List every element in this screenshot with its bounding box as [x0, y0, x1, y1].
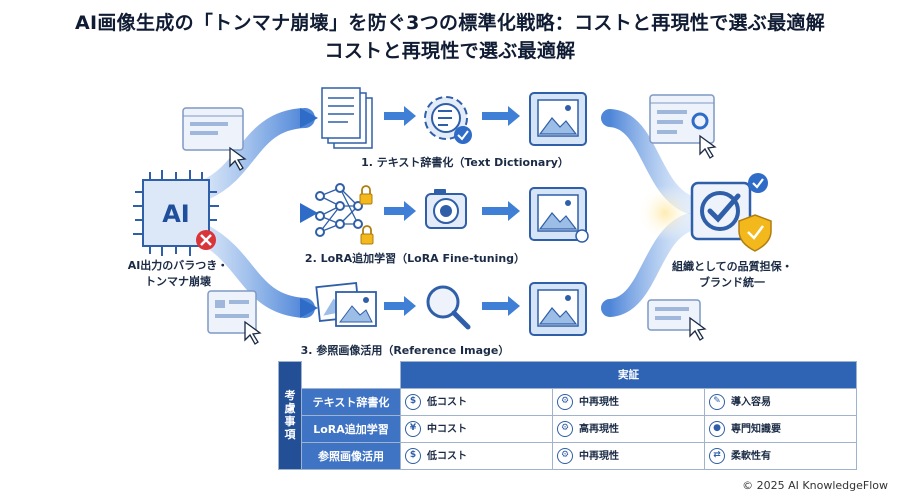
- expert-icon: ●: [709, 421, 725, 437]
- cycle-icon: ⇄: [709, 448, 725, 464]
- gear-icon: ⚙: [557, 448, 573, 464]
- title-line-1: AI画像生成の「トンマナ崩壊」を防ぐ3つの標準化戦略：コストと再現性で選ぶ最適解: [75, 12, 825, 34]
- method-3-label: 3. 参照画像活用（Reference Image）: [301, 343, 510, 357]
- wrench-icon: ✎: [709, 394, 725, 410]
- lock-icon-2: [360, 225, 374, 245]
- goal-label-line-1: 組織としての品質担保・: [672, 260, 793, 273]
- table-row: テキスト辞書化 $ 低コスト ⚙ 中再現性 ✎ 導入容易: [279, 387, 857, 416]
- table-cell: ⇄ 柔軟性有: [704, 441, 857, 470]
- shield-icon: [738, 214, 772, 252]
- gear-icon: ⚙: [557, 421, 573, 437]
- side-label-char: 慮: [284, 402, 296, 416]
- magnifier-icon: [426, 285, 471, 330]
- output-window-bottom-icon: [647, 299, 707, 341]
- neural-network-icon: [315, 183, 363, 237]
- gear-icon: ⚙: [557, 394, 573, 410]
- documents-icon: [321, 87, 373, 149]
- convergence-glow: [637, 185, 693, 241]
- table-cell-text: 中コスト: [427, 424, 467, 435]
- left-flow-arrows: [300, 108, 318, 318]
- side-label-char: 項: [284, 428, 296, 442]
- table-cell-text: 専門知識要: [731, 424, 781, 435]
- left-flow-streams: [195, 108, 315, 318]
- table-row-name: 参照画像活用: [301, 441, 401, 470]
- table-cell: $ 低コスト: [400, 387, 553, 416]
- table-cell-text: 導入容易: [731, 397, 771, 408]
- table-cell: ⚙ 高再現性: [552, 414, 705, 443]
- source-label: AI出力のバラつき・ トンマナ崩壊: [118, 257, 238, 289]
- copyright-footer: © 2025 AI KnowledgeFlow: [742, 479, 888, 492]
- image-frame-icon-2: [529, 187, 589, 243]
- method-1-label: 1. テキスト辞書化（Text Dictionary）: [361, 155, 569, 169]
- table-cell-text: 中再現性: [579, 451, 619, 462]
- camera-icon: [425, 189, 467, 229]
- method-2-label: 2. LoRA追加学習（LoRA Fine-tuning）: [305, 251, 525, 265]
- side-label-char: 事: [284, 415, 296, 429]
- ai-chip-text: AI: [162, 200, 190, 228]
- image-frame-icon-1: [529, 92, 587, 146]
- table-cell: ⚙ 中再現性: [552, 441, 705, 470]
- error-x-icon: [196, 230, 216, 250]
- lock-icon-1: [359, 185, 373, 205]
- table-cell: $ 低コスト: [400, 441, 553, 470]
- goal-label-line-2: ブランド統一: [699, 276, 765, 289]
- source-label-line-1: AI出力のバラつき・: [127, 259, 229, 272]
- table-cell-text: 低コスト: [427, 451, 467, 462]
- title-line-2: コストと再現性で選ぶ最適解: [324, 40, 576, 62]
- comparison-table: 考慮事項 実証 テキスト辞書化 $ 低コスト ⚙ 中再現性 ✎ 導入容易 LoRA追加…: [278, 361, 857, 470]
- coin-icon: $: [405, 394, 421, 410]
- goal-label: 組織としての品質担保・ ブランド統一: [672, 258, 793, 290]
- table-header: 実証: [400, 361, 857, 389]
- table-cell: ¥ 中コスト: [400, 414, 553, 443]
- table-corner: [302, 362, 401, 389]
- table-cell-text: 低コスト: [427, 397, 467, 408]
- table-row-name: LoRA追加学習: [301, 414, 401, 443]
- table-cell: ✎ 導入容易: [704, 387, 857, 416]
- table-cell-text: 柔軟性有: [731, 451, 771, 462]
- table-row: 参照画像活用 $ 低コスト ⚙ 中再現性 ⇄ 柔軟性有: [279, 441, 857, 470]
- table-row-name: テキスト辞書化: [301, 387, 401, 416]
- table-cell-text: 高再現性: [579, 424, 619, 435]
- input-window-bottom-icon: [207, 290, 262, 345]
- image-frame-icon-3: [529, 282, 587, 336]
- step-arrows: [384, 106, 520, 316]
- table-side-label-text: 考慮事項: [283, 389, 297, 441]
- table-cell: ● 専門知識要: [704, 414, 857, 443]
- moneybag-icon: $: [405, 448, 421, 464]
- input-window-top-icon: [182, 107, 247, 171]
- table-side-label: 考慮事項: [278, 361, 302, 470]
- side-label-char: 考: [284, 389, 296, 403]
- photos-icon: [315, 282, 377, 327]
- gear-check-icon: [424, 96, 472, 144]
- table-cell-text: 中再現性: [579, 397, 619, 408]
- output-window-top-icon: [649, 94, 717, 159]
- source-label-line-2: トンマナ崩壊: [145, 275, 211, 288]
- table-row: LoRA追加学習 ¥ 中コスト ⚙ 高再現性 ● 専門知識要: [279, 414, 857, 443]
- quality-check-icon: [690, 173, 768, 241]
- table-cell: ⚙ 中再現性: [552, 387, 705, 416]
- money-icon: ¥: [405, 421, 421, 437]
